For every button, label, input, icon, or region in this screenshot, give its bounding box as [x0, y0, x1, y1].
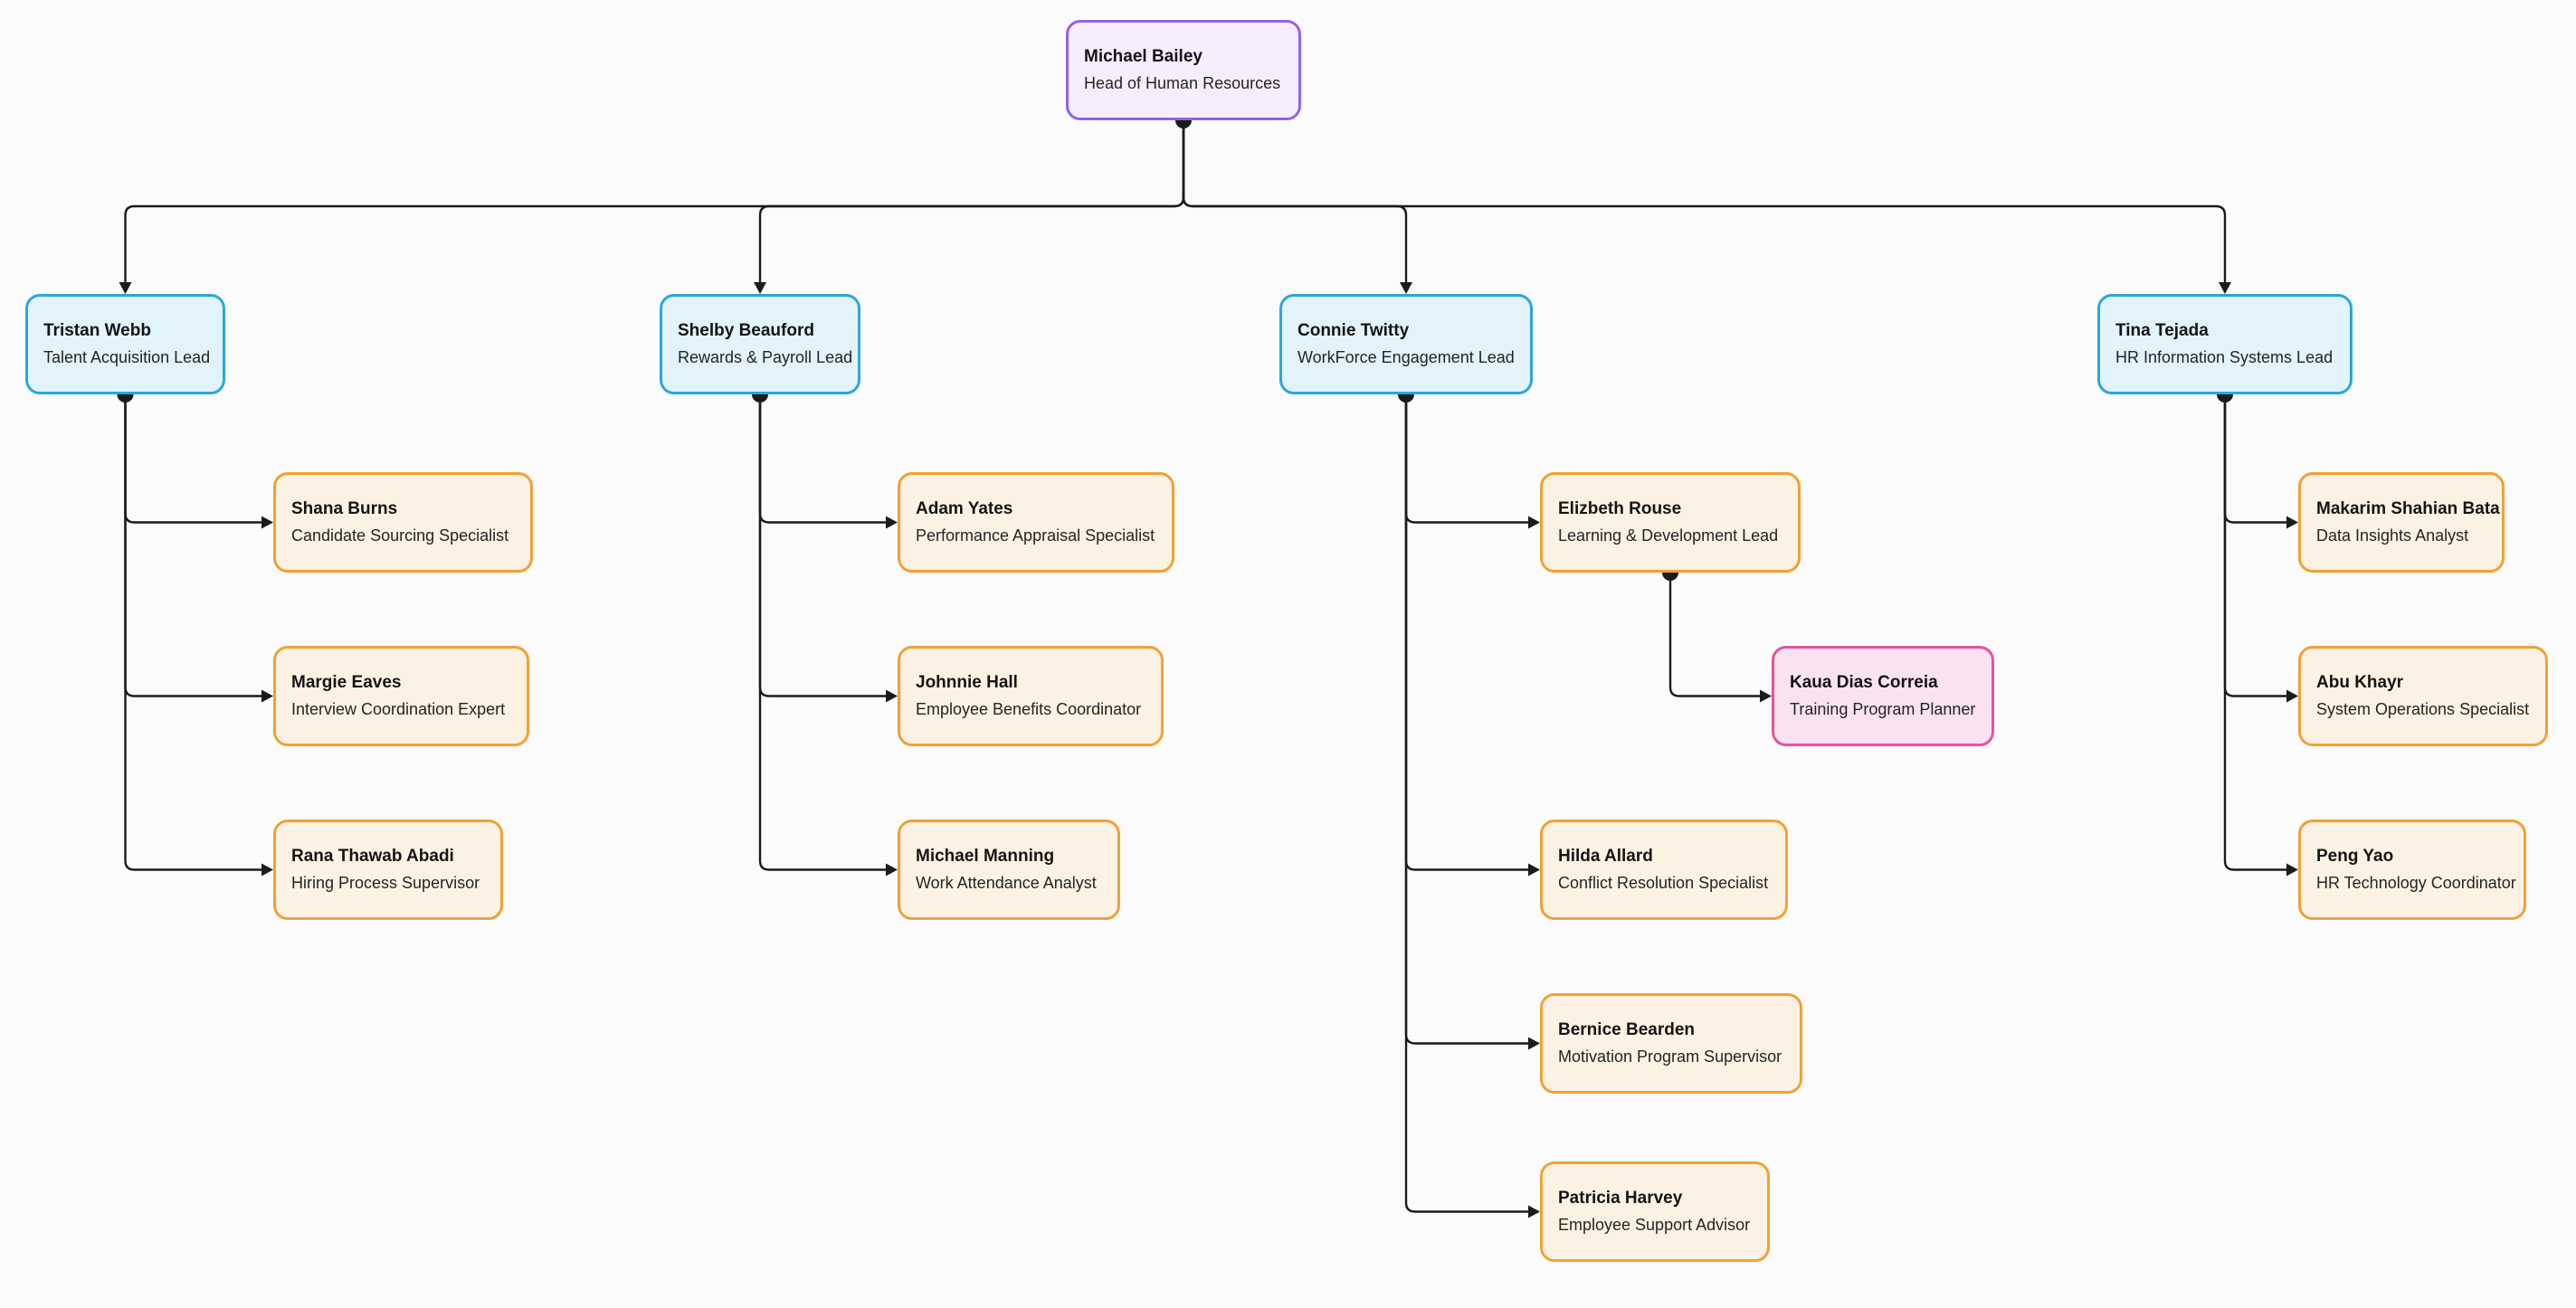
edge-arrowhead [2286, 689, 2298, 703]
edge-root-hris [1182, 120, 2227, 282]
edge-hris-abu [2223, 394, 2286, 697]
role-title: Rewards & Payroll Lead [678, 348, 853, 367]
org-node-hris[interactable]: Tina Tejada HR Information Systems Lead [2097, 294, 2353, 394]
edge-arrowhead [1528, 516, 1540, 529]
edge-engage-patricia [1404, 394, 1528, 1213]
role-title: Performance Appraisal Specialist [916, 526, 1155, 545]
role-title: Employee Support Advisor [1558, 1216, 1751, 1235]
edge-arrowhead [1528, 1037, 1540, 1050]
person-name: Michael Manning [916, 847, 1055, 867]
role-title: Learning & Development Lead [1558, 526, 1779, 545]
role-title: Work Attendance Analyst [916, 874, 1097, 893]
edge-arrowhead [2219, 282, 2231, 294]
role-title: Training Program Planner [1790, 700, 1976, 719]
edge-arrowhead [1760, 689, 1772, 703]
role-title: Candidate Sourcing Specialist [291, 526, 509, 545]
edge-arrowhead [1528, 1205, 1540, 1218]
edge-arrowhead [754, 282, 766, 294]
role-title: Data Insights Analyst [2316, 526, 2469, 545]
role-title: Employee Benefits Coordinator [916, 700, 1142, 719]
person-name: Hilda Allard [1558, 847, 1653, 867]
role-title: Hiring Process Supervisor [291, 874, 480, 893]
edge-arrowhead [119, 282, 132, 294]
edge-arrowhead [886, 689, 898, 703]
person-name: Johnnie Hall [916, 673, 1018, 693]
role-title: System Operations Specialist [2316, 700, 2530, 719]
edge-rewards-adam [758, 394, 886, 524]
person-name: Shelby Beauford [678, 321, 814, 341]
edge-talent-rana [124, 394, 261, 871]
edge-arrowhead [1400, 282, 1412, 294]
edge-arrowhead [1528, 863, 1540, 877]
edge-arrowhead [886, 863, 898, 877]
role-title: HR Information Systems Lead [2115, 348, 2334, 367]
role-title: Motivation Program Supervisor [1558, 1047, 1782, 1066]
edge-arrowhead [2286, 863, 2298, 877]
person-name: Kaua Dias Correia [1790, 673, 1938, 693]
edge-arrowhead [261, 689, 273, 703]
person-name: Elizbeth Rouse [1558, 499, 1682, 519]
org-node-peng[interactable]: Peng Yao HR Technology Coordinator [2298, 820, 2526, 920]
person-name: Tristan Webb [43, 321, 151, 341]
person-name: Michael Bailey [1084, 47, 1202, 67]
person-name: Shana Burns [291, 499, 398, 519]
person-name: Margie Eaves [291, 673, 402, 693]
edge-rewards-manning [758, 394, 886, 871]
person-name: Peng Yao [2316, 847, 2394, 867]
person-name: Makarim Shahian Bata [2316, 499, 2500, 519]
role-title: Head of Human Resources [1084, 74, 1281, 93]
person-name: Bernice Bearden [1558, 1020, 1696, 1040]
role-title: Conflict Resolution Specialist [1558, 874, 1769, 893]
edge-engage-hilda [1404, 394, 1528, 871]
person-name: Abu Khayr [2316, 673, 2404, 693]
person-name: Patricia Harvey [1558, 1189, 1683, 1208]
edge-arrowhead [886, 516, 898, 529]
person-name: Tina Tejada [2115, 321, 2209, 341]
person-name: Adam Yates [916, 499, 1013, 519]
role-title: WorkForce Engagement Lead [1298, 348, 1515, 367]
edge-hris-makarim [2223, 394, 2286, 524]
edge-root-talent [124, 120, 1185, 282]
edge-engage-elizbeth [1404, 394, 1528, 524]
edge-talent-margie [124, 394, 261, 697]
edge-arrowhead [261, 863, 273, 877]
edge-arrowhead [2286, 516, 2298, 529]
edge-elizbeth-kaua [1668, 573, 1760, 697]
edge-root-engage [1182, 120, 1408, 282]
edge-engage-bernice [1404, 394, 1528, 1045]
edge-talent-shana [124, 394, 261, 524]
edge-rewards-johnnie [758, 394, 886, 697]
edge-arrowhead [261, 516, 273, 529]
edge-hris-peng [2223, 394, 2286, 871]
role-title: Talent Acquisition Lead [43, 348, 211, 367]
role-title: HR Technology Coordinator [2316, 874, 2516, 893]
edge-root-rewards [758, 120, 1185, 282]
person-name: Rana Thawab Abadi [291, 847, 454, 867]
person-name: Connie Twitty [1298, 321, 1410, 341]
role-title: Interview Coordination Expert [291, 700, 506, 719]
